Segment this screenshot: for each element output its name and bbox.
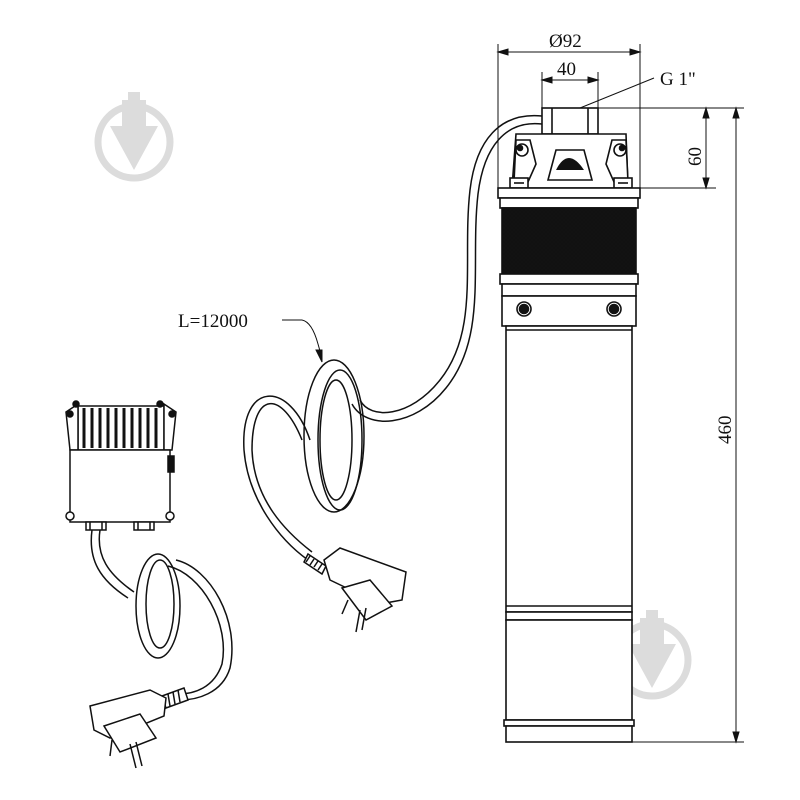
control-box-cable [90, 529, 233, 701]
outlet-width-label: 40 [557, 59, 576, 80]
control-box [65, 400, 177, 531]
dimension-lines [282, 44, 744, 744]
head-height-label: 60 [685, 147, 706, 166]
logo-emblem [556, 158, 584, 170]
thread-label: G 1" [660, 69, 696, 90]
pump-body [497, 107, 641, 743]
diameter-label: Ø92 [549, 31, 582, 52]
inlet-screen [501, 207, 637, 275]
watermark-logo-top-left [94, 92, 174, 182]
cable-length-label: L=12000 [178, 311, 248, 332]
control-box-plug [89, 687, 189, 769]
main-plug [303, 547, 407, 633]
total-height-label: 460 [715, 416, 736, 445]
pump-cable [243, 114, 543, 561]
